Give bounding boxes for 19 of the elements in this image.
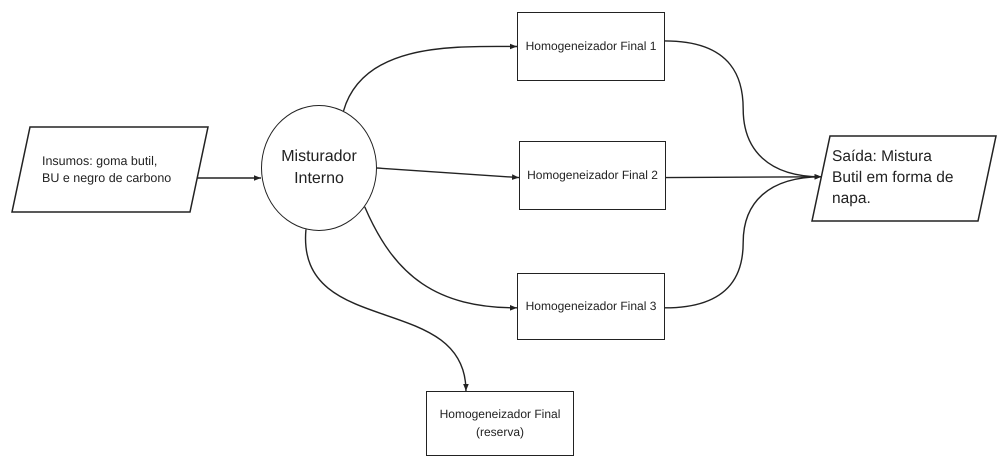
arrow bbox=[364, 206, 518, 310]
output-parallelogram bbox=[812, 136, 996, 221]
arrow bbox=[342, 44, 517, 112]
node-label: Insumos: goma butil, BU e negro de carbono bbox=[42, 152, 172, 186]
node-label: Misturador Interno bbox=[280, 146, 358, 189]
input-parallelogram bbox=[12, 127, 208, 212]
node-label: Saída: Mistura Butil em forma de napa. bbox=[832, 147, 954, 209]
node-label: Homogeneizador Final 1 bbox=[526, 38, 656, 55]
arrow bbox=[305, 229, 468, 392]
process-box bbox=[519, 141, 666, 210]
process-box bbox=[517, 273, 665, 340]
process-box bbox=[426, 391, 574, 456]
node-label: Homogeneizador Final (reserva) bbox=[438, 406, 562, 440]
node-label: Homogeneizador Final 3 bbox=[526, 298, 656, 315]
arrow bbox=[197, 175, 261, 181]
arrow bbox=[664, 174, 822, 309]
process-box bbox=[517, 12, 665, 81]
arrow bbox=[376, 167, 520, 180]
node-label: Homogeneizador Final 2 bbox=[527, 166, 658, 184]
